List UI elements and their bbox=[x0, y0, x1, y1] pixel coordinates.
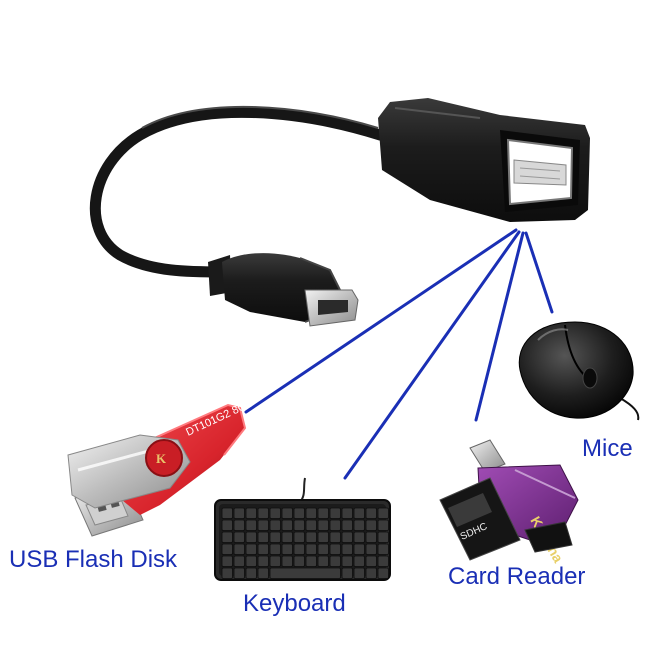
keyboard-key bbox=[293, 531, 305, 543]
micro-usb-plug bbox=[208, 253, 359, 327]
keyboard-key bbox=[377, 519, 389, 531]
keyboard-key bbox=[341, 531, 353, 543]
line-to-keyboard bbox=[343, 230, 521, 480]
keyboard-key bbox=[377, 555, 389, 567]
keyboard-key bbox=[221, 519, 233, 531]
keyboard-key bbox=[281, 519, 293, 531]
keyboard-keys bbox=[221, 507, 389, 579]
keyboard-key bbox=[365, 519, 377, 531]
keyboard-key bbox=[365, 531, 377, 543]
keyboard-key bbox=[281, 543, 293, 555]
keyboard-key bbox=[293, 519, 305, 531]
keyboard-label: Keyboard bbox=[243, 590, 346, 617]
keyboard-key bbox=[245, 555, 257, 567]
keyboard-key bbox=[245, 531, 257, 543]
keyboard-key bbox=[317, 519, 329, 531]
keyboard-key bbox=[257, 567, 269, 579]
connector-lines bbox=[244, 228, 554, 480]
keyboard-key bbox=[305, 531, 317, 543]
usb-a-female-connector bbox=[378, 98, 590, 222]
keyboard-key bbox=[221, 531, 233, 543]
usb-flash-disk-icon: DT101G2 8GB K bbox=[67, 397, 255, 537]
keyboard-key bbox=[305, 519, 317, 531]
keyboard-key bbox=[245, 519, 257, 531]
keyboard-key bbox=[365, 507, 377, 519]
keyboard-key bbox=[377, 531, 389, 543]
keyboard-key bbox=[233, 567, 245, 579]
keyboard-key bbox=[269, 543, 281, 555]
keyboard-key bbox=[353, 519, 365, 531]
keyboard-key bbox=[233, 531, 245, 543]
keyboard-key bbox=[245, 507, 257, 519]
keyboard-key bbox=[305, 543, 317, 555]
keyboard-key bbox=[341, 519, 353, 531]
keyboard-key bbox=[317, 555, 329, 567]
keyboard-key bbox=[317, 531, 329, 543]
keyboard-key bbox=[305, 507, 317, 519]
keyboard-key bbox=[257, 531, 269, 543]
card-reader-label: Card Reader bbox=[448, 563, 586, 590]
keyboard-key bbox=[281, 531, 293, 543]
card-reader-icon: Kanana SDHC bbox=[439, 439, 579, 565]
keyboard-key bbox=[269, 519, 281, 531]
keyboard-key bbox=[377, 507, 389, 519]
keyboard-key bbox=[353, 531, 365, 543]
keyboard-key bbox=[365, 543, 377, 555]
keyboard-key bbox=[377, 567, 389, 579]
keyboard-key bbox=[317, 507, 329, 519]
keyboard-key bbox=[233, 543, 245, 555]
keyboard-key bbox=[365, 567, 377, 579]
keyboard-key bbox=[341, 567, 353, 579]
keyboard-key bbox=[269, 507, 281, 519]
keyboard-key bbox=[341, 555, 353, 567]
keyboard-key bbox=[329, 543, 341, 555]
svg-text:K: K bbox=[156, 451, 167, 466]
keyboard-key bbox=[221, 507, 233, 519]
keyboard-key bbox=[293, 555, 305, 567]
line-to-mouse bbox=[524, 231, 554, 314]
keyboard-key bbox=[281, 507, 293, 519]
keyboard-key bbox=[221, 555, 233, 567]
keyboard-key bbox=[221, 567, 233, 579]
keyboard-key bbox=[269, 531, 281, 543]
keyboard-key bbox=[353, 555, 365, 567]
keyboard-key bbox=[293, 543, 305, 555]
keyboard-key bbox=[293, 507, 305, 519]
mice-label: Mice bbox=[582, 435, 633, 462]
keyboard-key bbox=[269, 555, 281, 567]
keyboard-key bbox=[257, 555, 269, 567]
mouse-icon bbox=[518, 321, 640, 421]
keyboard-key bbox=[365, 555, 377, 567]
keyboard-key bbox=[353, 507, 365, 519]
otg-cable-icon bbox=[89, 98, 590, 327]
keyboard-key bbox=[329, 519, 341, 531]
keyboard-spacebar bbox=[269, 567, 341, 579]
keyboard-key bbox=[221, 543, 233, 555]
keyboard-key bbox=[329, 555, 341, 567]
keyboard-key bbox=[305, 555, 317, 567]
keyboard-key bbox=[233, 555, 245, 567]
keyboard-key bbox=[341, 543, 353, 555]
keyboard-key bbox=[317, 543, 329, 555]
keyboard-key bbox=[353, 543, 365, 555]
keyboard-key bbox=[281, 555, 293, 567]
usb-flash-disk-label: USB Flash Disk bbox=[9, 546, 178, 573]
keyboard-key bbox=[257, 507, 269, 519]
keyboard-key bbox=[233, 519, 245, 531]
keyboard-icon bbox=[214, 477, 391, 581]
keyboard-key bbox=[377, 543, 389, 555]
keyboard-key bbox=[245, 543, 257, 555]
keyboard-key bbox=[245, 567, 257, 579]
line-to-flash-disk bbox=[244, 228, 518, 414]
keyboard-key bbox=[329, 531, 341, 543]
keyboard-key bbox=[341, 507, 353, 519]
keyboard-key bbox=[257, 519, 269, 531]
keyboard-key bbox=[353, 567, 365, 579]
keyboard-key bbox=[257, 543, 269, 555]
keyboard-key bbox=[233, 507, 245, 519]
line-to-card-reader bbox=[474, 231, 525, 422]
keyboard-key bbox=[329, 507, 341, 519]
